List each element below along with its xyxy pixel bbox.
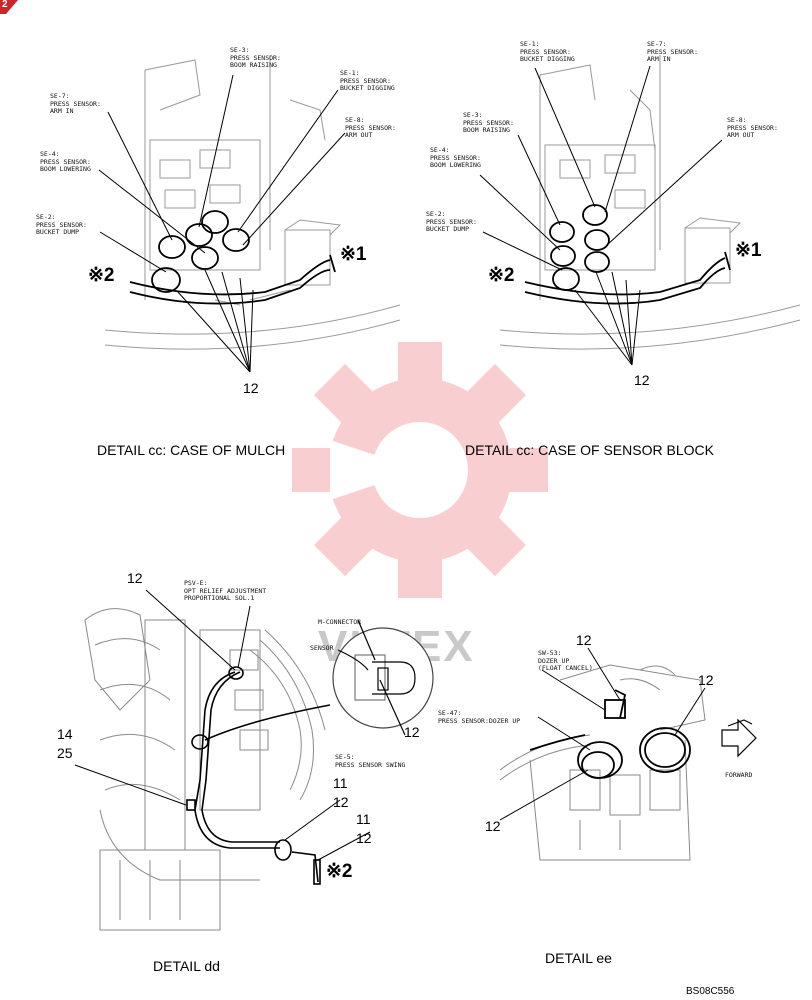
part-12-a: 12 [333,794,349,810]
part-12-b: 12 [356,830,372,846]
part-number-12: 12 [243,380,259,396]
part-11-b: 11 [356,811,371,827]
label-se5: SE-5: PRESS SENSOR SWING [335,753,406,769]
label-sensor: SENSOR [310,644,334,652]
mark-2: ※2 [326,861,353,882]
mark-2: ※2 [488,265,515,286]
label-se7: SE-7: PRESS SENSOR: ARM IN [50,92,101,115]
part-12-right: 12 [698,672,714,688]
label-se3: SE-3: PRESS SENSOR: BOOM RAISING [463,111,514,134]
detail-cc-mulch: SE-3: PRESS SENSOR: BOOM RAISING SE-1: P… [0,0,410,470]
detail-dd-drawing [74,589,434,931]
caption-ee: DETAIL ee [545,950,612,966]
label-se4: SE-4: PRESS SENSOR: BOOM LOWERING [430,146,481,169]
watermark-gear-icon [270,320,570,620]
label-se8: SE-8: PRESS SENSOR: ARM OUT [727,116,778,139]
forward-arrow-icon [721,718,757,758]
caption-dd: DETAIL dd [153,958,220,974]
part-14: 14 [57,726,73,742]
part-number-12: 12 [634,372,650,388]
label-se1: SE-1: PRESS SENSOR: BUCKET DIGGING [340,69,395,92]
part-25: 25 [57,745,73,761]
detail-dd: 12 PSV-E: OPT RELIEF ADJUSTMENT PROPORTI… [0,560,460,980]
label-se47: SE-47: PRESS SENSOR:DOZER UP [438,709,521,725]
page-badge: 2 [0,0,18,14]
part-12-bottom: 12 [485,818,501,834]
part-12-top: 12 [576,632,592,648]
label-psv: PSV-E: OPT RELIEF ADJUSTMENT PROPORTIONA… [184,579,267,602]
label-sw53: SW-53: DOZER UP (FLOAT CANCEL) [538,649,593,672]
label-se7: SE-7: PRESS SENSOR: ARM IN [647,40,698,63]
label-se1: SE-1: PRESS SENSOR: BUCKET DIGGING [520,40,575,63]
caption-mulch: DETAIL cc: CASE OF MULCH [97,442,286,458]
detail-ee-drawing [499,647,757,861]
detail-cc-sensor-block: SE-1: PRESS SENSOR: BUCKET DIGGING SE-7:… [400,0,812,470]
detail-ee: 12 SW-53: DOZER UP (FLOAT CANCEL) 12 SE-… [438,620,812,1000]
label-se3: SE-3: PRESS SENSOR: BOOM RAISING [230,46,281,69]
part-12-connector: 12 [404,724,420,740]
mark-1: ※1 [735,240,762,261]
page-badge-number: 2 [2,0,8,10]
mulch-drawing [98,55,401,373]
label-m-connector: M-CONNECTOR [318,618,362,626]
label-se4: SE-4: PRESS SENSOR: BOOM LOWERING [40,150,91,173]
sensor-block-drawing [479,55,801,366]
mark-2: ※2 [88,265,115,286]
mark-1: ※1 [340,244,367,265]
label-se8: SE-8: PRESS SENSOR: ARM OUT [345,116,396,139]
badge-shape [0,0,18,14]
part-11-a: 11 [333,775,348,791]
label-se2: SE-2: PRESS SENSOR: BUCKET DUMP [36,213,87,236]
label-forward: FORWARD [725,771,753,779]
diagram-code: BS08C556 [686,986,735,997]
part-12-top: 12 [127,570,143,586]
label-se2: SE-2: PRESS SENSOR: BUCKET DUMP [426,210,477,233]
caption-sensor-block: DETAIL cc: CASE OF SENSOR BLOCK [465,442,714,458]
